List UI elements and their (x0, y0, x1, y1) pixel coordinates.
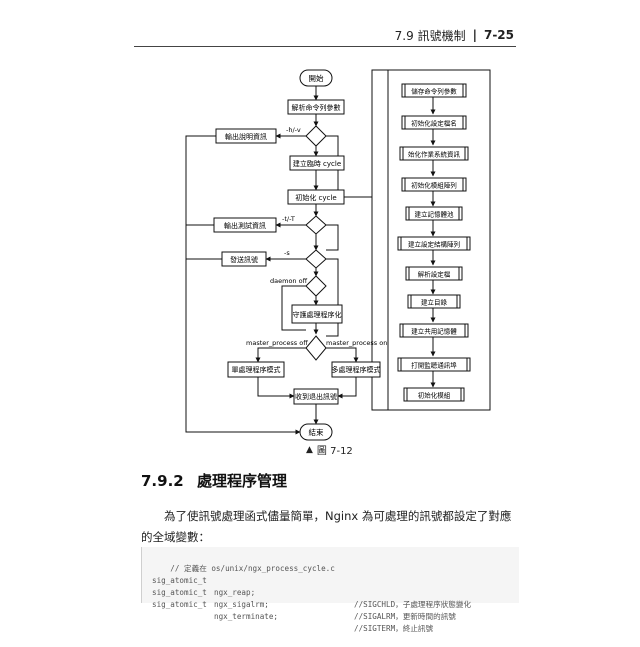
master-decision (305, 335, 327, 361)
code-variable: ngx_reap; (214, 588, 256, 597)
init-step-label: 初始化設定檔名 (411, 119, 457, 128)
master-on-label: master_process on (326, 339, 387, 347)
init-step-box: 建立共用記憶體 (399, 323, 469, 338)
header-separator: | (472, 28, 477, 42)
single-process-label: 單處理程序模式 (232, 365, 281, 374)
help-edge-label: -h/-v (286, 126, 301, 134)
send-signal-node: 發送訊號 (221, 251, 267, 267)
init-step-label: 打開監聽通訊埠 (411, 361, 457, 370)
start-label: 開始 (309, 73, 324, 83)
init-step-label: 始化作業系統資訊 (408, 150, 461, 159)
print-help-label: 輸出說明資訊 (225, 132, 267, 141)
init-step-label: 建立目錄 (421, 298, 448, 307)
daemonize-node: 守護處理程序化 (291, 304, 343, 324)
code-inline-comment: //SIGALRM，更新時間的訊號 (354, 612, 456, 621)
signal-edge-label: -s (284, 249, 290, 257)
init-step-box: 始化作業系統資訊 (399, 146, 469, 161)
section-title-text: 處理程序管理 (196, 472, 287, 490)
code-inline-comment: //SIGCHLD，子處理程序狀態變化 (354, 600, 472, 609)
end-label: 結束 (309, 427, 324, 437)
page-header: 7.9 訊號機制 | 7-25 (0, 24, 514, 46)
init-cycle-node: 初始化 cycle (287, 189, 345, 205)
master-off-label: master_process off (246, 339, 308, 347)
init-step-box: 建立設定結構陣列 (397, 236, 471, 251)
daemon-decision (305, 275, 327, 297)
help-decision (305, 125, 327, 147)
create-temp-cycle-node: 建立臨時 cycle (289, 155, 345, 171)
code-line: sig_atomic_t ngx_sigalrm; //SIGALRM，更新時間… (152, 575, 519, 621)
create-temp-cycle-label: 建立臨時 cycle (293, 159, 341, 168)
code-comment-line: // 定義在 os/unix/ngx_process_cycle.c (152, 551, 519, 573)
init-step-box: 初始化設定檔名 (401, 115, 467, 130)
multi-process-label: 多處理程序模式 (332, 365, 381, 374)
end-node: 結束 (299, 423, 333, 441)
code-comment: // 定義在 os/unix/ngx_process_cycle.c (170, 564, 335, 573)
header-rule (134, 46, 516, 47)
init-step-label: 儲存命令列參數 (411, 87, 457, 96)
flowchart: 開始 解析命令列參數 -h/-v 輸出說明資訊 建立臨時 cycle 初始化 c… (185, 69, 491, 441)
start-node: 開始 (299, 69, 333, 87)
parse-args-node: 解析命令列參數 (287, 99, 345, 115)
init-step-box: 儲存命令列參數 (401, 83, 467, 98)
section-heading: 7.9.2 處理程序管理 (141, 470, 287, 491)
init-steps-frame (387, 69, 491, 411)
init-step-label: 建立記憶體池 (415, 210, 455, 219)
multi-process-node: 多處理程序模式 (331, 361, 381, 378)
daemonize-label: 守護處理程序化 (293, 310, 342, 319)
test-edge-label: -t/-T (282, 215, 295, 223)
test-decision (305, 215, 327, 235)
init-step-label: 建立設定結構陣列 (408, 240, 460, 249)
daemon-off-label: daemon off (270, 277, 308, 285)
parse-args-label: 解析命令列參數 (292, 103, 341, 112)
body-paragraph: 為了使訊號處理函式儘量簡單，Nginx 為可處理的訊號都設定了對應的全域變數： (141, 509, 512, 544)
init-cycle-label: 初始化 cycle (295, 193, 336, 202)
code-block: // 定義在 os/unix/ngx_process_cycle.c sig_a… (141, 547, 519, 633)
receive-exit-label: 收到退出訊號 (295, 392, 337, 401)
code-line: sig_atomic_t ngx_reap; //SIGCHLD，子處理程序狀態… (152, 563, 519, 609)
init-step-label: 初始化模組 (418, 391, 451, 400)
code-inline-comment: //SIGTERM，終止訊號 (354, 624, 434, 633)
init-step-box: 建立記憶體池 (405, 206, 463, 221)
init-step-box: 初始化模組陣列 (401, 177, 467, 192)
code-variable: ngx_terminate; (214, 612, 279, 621)
caption-text: 圖 7-12 (316, 446, 353, 457)
init-step-box: 初始化模組 (403, 387, 465, 402)
print-test-node: 輸出測試資訊 (213, 217, 277, 233)
figure-caption: ▲ 圖 7-12 (306, 442, 353, 458)
init-step-box: 解析設定檔 (405, 266, 463, 281)
header-section: 7.9 訊號機制 (394, 28, 466, 43)
code-type: sig_atomic_t (152, 600, 207, 609)
init-step-box: 打開監聽通訊埠 (397, 357, 471, 372)
code-variable: ngx_sigalrm; (214, 600, 269, 609)
print-help-node: 輸出說明資訊 (215, 128, 277, 144)
init-step-label: 解析設定檔 (418, 270, 451, 279)
send-signal-label: 發送訊號 (230, 255, 258, 264)
single-process-node: 單處理程序模式 (227, 361, 285, 378)
code-type: sig_atomic_t (152, 576, 207, 585)
receive-exit-node: 收到退出訊號 (293, 388, 339, 405)
signal-decision (305, 249, 327, 269)
code-line: sig_atomic_t ngx_terminate; //SIGTERM，終止… (152, 587, 519, 633)
init-step-box: 建立目錄 (407, 294, 461, 309)
init-step-label: 建立共用記憶體 (411, 327, 457, 336)
caption-triangle-icon: ▲ (306, 444, 313, 455)
init-step-label: 初始化模組陣列 (411, 181, 457, 190)
section-number: 7.9.2 (141, 472, 184, 490)
print-test-label: 輸出測試資訊 (224, 221, 266, 230)
header-page-number: 7-25 (483, 28, 514, 42)
code-type: sig_atomic_t (152, 588, 207, 597)
